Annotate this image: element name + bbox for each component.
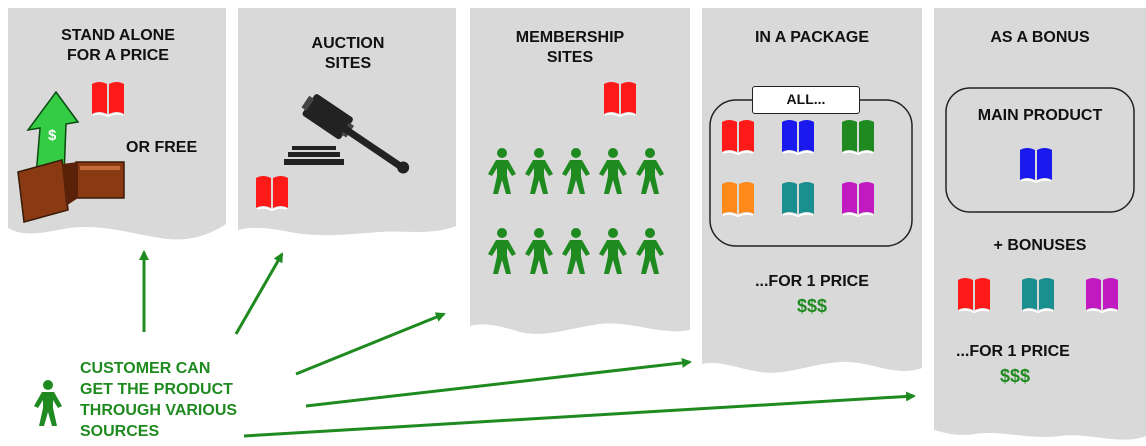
title-membership: MEMBERSHIP SITES bbox=[515, 29, 625, 66]
title-standalone: STAND ALONE FOR A PRICE bbox=[61, 27, 175, 64]
main-product-box bbox=[945, 87, 1135, 213]
customer-caption: CUSTOMER CAN GET THE PRODUCT THROUGH VAR… bbox=[80, 360, 238, 440]
price-text-bonus: ...FOR 1 PRICE bbox=[956, 343, 1070, 360]
gavel-icon bbox=[284, 94, 410, 174]
note-or-free: OR FREE bbox=[126, 139, 198, 156]
badge-all: ALL... bbox=[752, 86, 860, 114]
svg-text:$: $ bbox=[48, 127, 57, 144]
label-bonuses: + BONUSES bbox=[993, 237, 1087, 254]
title-auction: AUCTION SITES bbox=[311, 35, 385, 72]
customer-icon bbox=[34, 380, 62, 426]
panel-bonus bbox=[934, 8, 1146, 440]
arrow-to-package bbox=[305, 357, 692, 408]
arrow-to-membership bbox=[295, 312, 446, 376]
price-package: $$$ bbox=[796, 296, 828, 316]
title-package: IN A PACKAGE bbox=[754, 29, 870, 46]
price-text-package: ...FOR 1 PRICE bbox=[755, 273, 869, 290]
price-bonus: $$$ bbox=[1000, 366, 1031, 386]
title-bonus: AS A BONUS bbox=[990, 29, 1090, 46]
arrow-to-bonus bbox=[243, 391, 916, 438]
arrow-to-auction bbox=[234, 252, 284, 335]
label-main-product: MAIN PRODUCT bbox=[977, 107, 1103, 124]
wallet-icon bbox=[17, 159, 125, 223]
